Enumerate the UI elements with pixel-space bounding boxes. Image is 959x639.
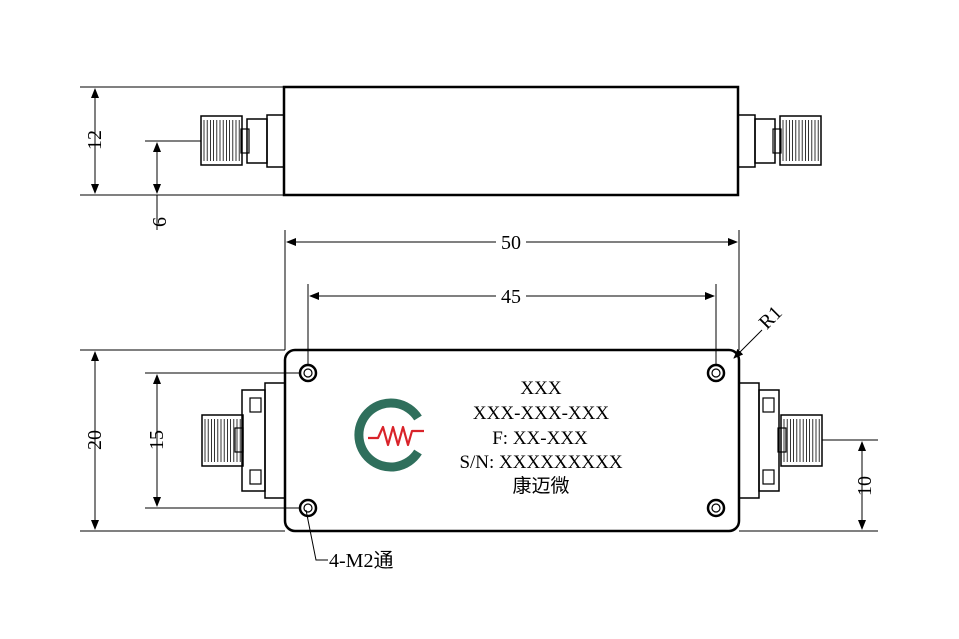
dim-side-height-text: 12 [84, 130, 106, 150]
company-logo [354, 398, 424, 472]
mount-hole [298, 498, 318, 518]
mount-hole [298, 363, 318, 383]
mount-hole-callout: 4-M2通 [305, 509, 393, 572]
product-label: XXX XXX-XXX-XXX F: XX-XXX S/N: XXXXXXXXX… [459, 378, 622, 497]
label-line-1: XXX [520, 378, 561, 399]
dim-width-text: 20 [84, 430, 106, 450]
dim-hole-spacing-y-text: 15 [146, 430, 168, 450]
dim-width: 20 [80, 349, 285, 532]
top-view: XXX XXX-XXX-XXX F: XX-XXX S/N: XXXXXXXXX… [80, 230, 878, 572]
mount-hole [706, 363, 726, 383]
dim-connector-height: 10 [739, 439, 878, 532]
side-right-connector [737, 114, 822, 168]
dim-corner-radius-text: R1 [755, 302, 787, 334]
dim-side-height: 12 [80, 86, 284, 196]
top-left-connector [201, 382, 286, 499]
label-line-2: XXX-XXX-XXX [473, 403, 609, 424]
dim-hole-spacing-y: 15 [145, 372, 300, 509]
label-line-4: S/N: XXXXXXXXX [459, 452, 622, 473]
label-line-5: 康迈微 [512, 475, 569, 497]
top-right-connector [738, 382, 823, 499]
side-body [282, 85, 740, 197]
dim-side-connector-text: 6 [149, 217, 171, 227]
side-view: 12 6 [80, 85, 822, 230]
dim-hole-spacing-x: 45 [307, 284, 717, 366]
dim-hole-spacing-x-text: 45 [501, 286, 521, 308]
mount-hole-callout-text: 4-M2通 [329, 549, 393, 572]
dim-length: 50 [284, 230, 740, 350]
dim-length-text: 50 [501, 232, 521, 254]
mount-hole [706, 498, 726, 518]
label-line-3: F: XX-XXX [492, 428, 588, 449]
side-left-connector [200, 114, 285, 168]
dim-corner-radius: R1 [733, 302, 787, 359]
dim-side-connector-height: 6 [145, 140, 201, 230]
dim-connector-height-text: 10 [854, 476, 876, 496]
